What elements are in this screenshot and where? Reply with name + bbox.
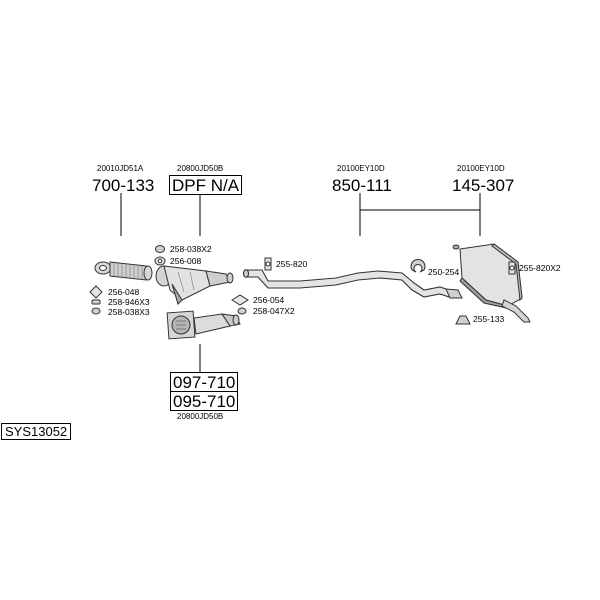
rear-silencer-part: [445, 243, 531, 323]
accessory-label-256-054[interactable]: 256-054: [253, 295, 285, 305]
oem-label-850-111: 20100EY10D: [337, 164, 385, 173]
system-id-label: SYS13052: [1, 423, 72, 440]
part-number-145-307[interactable]: 145-307: [452, 176, 515, 195]
oem-label-lower: 20800JD50B: [177, 412, 224, 421]
bolt-icon-258-946x3: [91, 299, 101, 305]
gasket-icon-256-054: [231, 294, 249, 306]
accessory-label-258-047x2[interactable]: 258-047X2: [253, 306, 295, 316]
accessory-label-258-038x3[interactable]: 258-038X3: [108, 307, 150, 317]
gasket-icon-258-038x2: [155, 245, 165, 253]
accessory-label-255-133[interactable]: 255-133: [473, 314, 505, 324]
oem-label-700-133: 20010JD51A: [97, 164, 144, 173]
dpf-catalyst-part: [155, 265, 234, 305]
lower-catalyst-part: [166, 310, 241, 340]
nut-icon-258-047x2: [237, 307, 247, 315]
accessory-label-250-254[interactable]: 250-254: [428, 267, 460, 277]
part-number-dpf[interactable]: DPF N/A: [169, 175, 243, 195]
accessory-label-255-820[interactable]: 255-820: [276, 259, 308, 269]
accessory-label-256-048[interactable]: 256-048: [108, 287, 140, 297]
mount-icon-255-133: [455, 315, 471, 325]
accessory-label-258-946x3[interactable]: 258-946X3: [108, 297, 150, 307]
gasket-icon-256-048: [89, 285, 103, 299]
part-number-097-710[interactable]: 097-710: [170, 372, 239, 392]
front-pipe-part: [94, 261, 153, 281]
middle-pipe-part: [242, 269, 453, 299]
accessory-label-258-038x2[interactable]: 258-038X2: [170, 244, 212, 254]
clamp-icon-250-254: [410, 258, 426, 273]
part-number-095-710[interactable]: 095-710: [170, 391, 239, 411]
part-number-850-111[interactable]: 850-111: [332, 176, 392, 195]
nut-icon-258-038x3: [91, 307, 101, 315]
oem-label-dpf: 20800JD50B: [177, 164, 224, 173]
accessory-label-256-008[interactable]: 256-008: [170, 256, 202, 266]
part-number-700-133[interactable]: 700-133: [92, 176, 155, 195]
oem-label-145-307: 20100EY10D: [457, 164, 505, 173]
accessory-label-255-820x2[interactable]: 255-820X2: [519, 263, 561, 273]
